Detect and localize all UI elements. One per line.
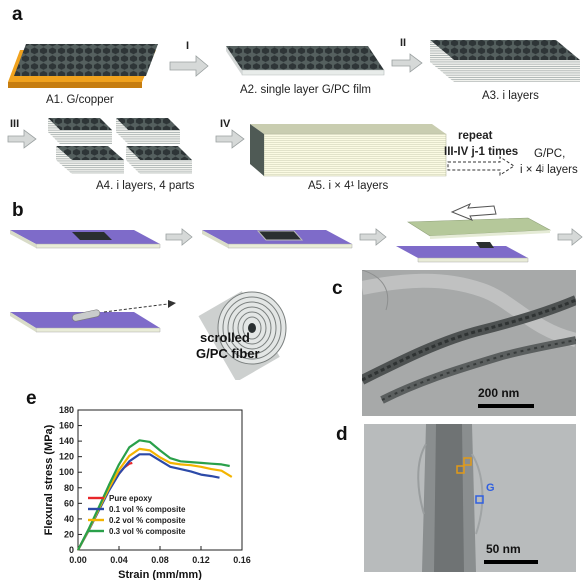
arrow-ii-label: II [400, 37, 407, 49]
tem-d-scale-label: 50 nm [486, 542, 521, 556]
step-a4-graphic [48, 118, 192, 174]
y-tick-label: 20 [64, 529, 74, 539]
step-a2-caption: A2. single layer G/PC film [240, 84, 372, 96]
step-a4-caption: A4. i layers, 4 parts [96, 180, 195, 192]
y-tick-label: 60 [64, 498, 74, 508]
panel-b-illustration [10, 202, 583, 380]
legend-label-1: Pure epoxy [109, 494, 153, 503]
y-tick-label: 160 [59, 421, 74, 431]
arrow-iii-label: III [10, 118, 20, 130]
fiber-caption-1: scrolled [200, 330, 250, 345]
x-tick-label: 0.04 [110, 555, 128, 565]
flexural-stress-chart: 0.00 0.04 0.08 0.12 0.16 0 20 40 60 80 100 120 140 16… [43, 405, 251, 580]
step-a3-caption: A3. i layers [482, 90, 539, 102]
x-axis-label: Strain (mm/mm) [118, 569, 202, 580]
result-label-1: G/PC, [534, 148, 566, 160]
legend-label-3: 0.2 vol % composite [109, 516, 186, 525]
tem-c-scale-label: 200 nm [478, 386, 520, 400]
repeat-label-1: repeat [458, 130, 493, 142]
fiber-caption-2: G/PC fiber [196, 346, 260, 361]
step-a5-caption: A5. i × 4¹ layers [308, 180, 389, 192]
tem-d-scalebar [484, 560, 538, 564]
y-tick-label: 80 [64, 483, 74, 493]
tem-d-marker: G [486, 482, 495, 494]
arrow-i [169, 55, 209, 77]
step-a1-caption: A1. G/copper [46, 94, 114, 106]
repeat-label-2: III-IV j-1 times [444, 146, 519, 158]
step-a5-graphic [250, 124, 447, 177]
arrow-iv-label: IV [220, 118, 231, 130]
result-label-2: i × 4ʲ layers [520, 164, 578, 176]
y-tick-label: 140 [59, 436, 74, 446]
panel-label-b: b [12, 200, 24, 221]
legend-label-2: 0.1 vol % composite [109, 505, 186, 514]
tem-image-d: G 50 nm [364, 424, 576, 572]
tem-image-c: 200 nm [362, 270, 576, 416]
x-tick-label: 0.12 [192, 555, 210, 565]
step-a3-graphic [430, 40, 580, 82]
y-tick-label: 180 [59, 405, 74, 415]
panel-label-c: c [332, 278, 343, 299]
y-tick-label: 40 [64, 514, 74, 524]
x-tick-label: 0.08 [151, 555, 169, 565]
series-line-4 [77, 439, 230, 551]
step-a2-graphic [226, 46, 385, 76]
repeat-arrow [447, 156, 515, 176]
step-a1-graphic [8, 44, 158, 88]
panel-a-illustration [7, 40, 580, 177]
panel-label-e: e [26, 388, 37, 409]
y-tick-label: 0 [69, 545, 74, 555]
y-axis-label: Flexural stress (MPa) [43, 424, 55, 535]
x-tick-label: 0.16 [233, 555, 251, 565]
legend-label-4: 0.3 vol % composite [109, 527, 186, 536]
panel-label-a: a [12, 4, 23, 25]
y-tick-label: 100 [59, 467, 74, 477]
x-tick-label: 0.00 [69, 555, 87, 565]
arrow-ii [391, 53, 423, 73]
arrow-iv [215, 129, 245, 149]
y-tick-label: 120 [59, 452, 74, 462]
tem-c-scalebar [478, 404, 534, 408]
arrow-iii [7, 129, 37, 149]
panel-label-d: d [336, 424, 348, 445]
arrow-i-label: I [186, 40, 190, 52]
